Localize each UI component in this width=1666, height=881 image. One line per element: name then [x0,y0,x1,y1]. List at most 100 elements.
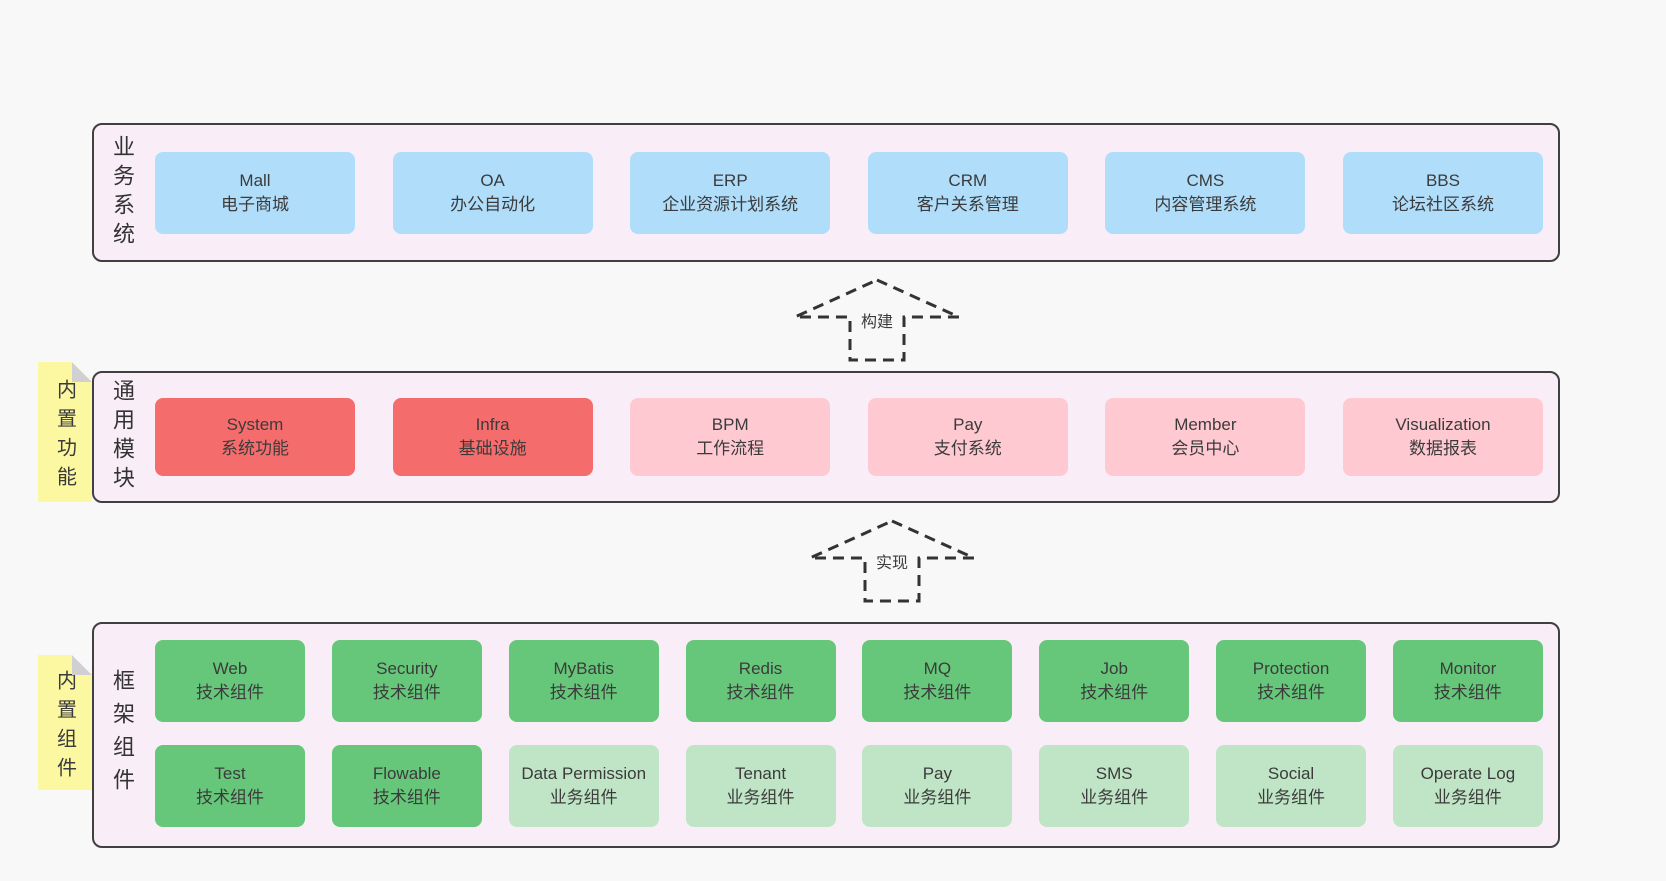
box-subtitle: 技术组件 [1433,683,1502,702]
box-subtitle: 技术组件 [903,683,972,702]
box-monitor: Monitor 技术组件 [1392,640,1543,722]
box-subtitle: 业务组件 [549,788,618,807]
box-title: Web [212,659,248,678]
box-title: Visualization [1395,415,1491,434]
box-title: Member [1174,415,1237,434]
box-subtitle: 基础设施 [458,439,527,458]
sticky-note-built-in-features: 内置功能 [38,362,92,502]
box-title: Infra [475,415,510,434]
sticky-note-text: 内置功能 [53,379,76,495]
box-crm: CRM 客户关系管理 [867,152,1068,234]
box-title: Monitor [1439,659,1497,678]
box-subtitle: 电子商城 [221,195,289,214]
box-title: Flowable [372,764,441,783]
box-subtitle: 技术组件 [1080,683,1149,702]
box-bpm: BPM 工作流程 [630,398,831,476]
box-title: Redis [738,659,783,678]
box-data-permission: Data Permission 业务组件 [508,745,659,827]
box-title: Pay [953,415,983,434]
box-test: Test 技术组件 [155,745,305,827]
box-title: Mall [239,171,271,190]
box-title: Security [376,659,438,678]
box-pay-component: Pay 业务组件 [862,745,1013,827]
arrow-build: 构建 [792,277,962,363]
section-label-business-systems: 业务系统 [110,134,135,251]
box-title: Test [214,764,246,783]
arrow-implement-label: 实现 [870,548,914,574]
box-security: Security 技术组件 [331,640,482,722]
box-erp: ERP 企业资源计划系统 [630,152,831,234]
components-row-2: Test 技术组件 Flowable 技术组件 Data Permission … [155,745,1543,827]
common-modules-row: System 系统功能 Infra 基础设施 BPM 工作流程 Pay 支付系统… [155,398,1543,476]
box-subtitle: 技术组件 [549,683,618,702]
box-subtitle: 论坛社区系统 [1391,195,1494,214]
box-social: Social 业务组件 [1216,745,1367,827]
section-label-common-modules: 通用模块 [110,379,135,495]
section-business-systems: 业务系统 Mall 电子商城 OA 办公自动化 ERP 企业资源计划系统 CRM… [92,123,1560,262]
arrow-build-label: 构建 [855,307,899,333]
box-subtitle: 客户关系管理 [916,195,1019,214]
box-web: Web 技术组件 [155,640,305,722]
box-redis: Redis 技术组件 [685,640,836,722]
box-title: Operate Log [1420,764,1516,783]
arrow-implement: 实现 [807,518,977,604]
box-subtitle: 技术组件 [372,788,441,807]
box-title: CMS [1186,171,1225,190]
box-subtitle: 内容管理系统 [1154,195,1257,214]
box-job: Job 技术组件 [1039,640,1190,722]
box-title: BPM [711,415,749,434]
box-infra: Infra 基础设施 [392,398,593,476]
box-mybatis: MyBatis 技术组件 [508,640,659,722]
box-subtitle: 支付系统 [933,439,1002,458]
box-subtitle: 技术组件 [726,683,795,702]
box-mall: Mall 电子商城 [155,152,355,234]
box-member: Member 会员中心 [1105,398,1306,476]
sticky-note-built-in-components: 内置组件 [38,655,92,790]
box-title: CRM [948,171,988,190]
box-subtitle: 技术组件 [1257,683,1326,702]
box-mq: MQ 技术组件 [862,640,1013,722]
box-title: MyBatis [553,659,614,678]
box-subtitle: 工作流程 [696,439,765,458]
folded-corner-icon [72,655,92,675]
section-framework-components: 框架组件 Web 技术组件 Security 技术组件 MyBatis 技术组件… [92,622,1560,848]
sticky-note-text: 内置组件 [53,669,76,786]
box-cms: CMS 内容管理系统 [1105,152,1306,234]
box-tenant: Tenant 业务组件 [685,745,836,827]
box-subtitle: 技术组件 [196,788,264,807]
box-title: System [226,415,284,434]
box-title: BBS [1425,171,1460,190]
box-protection: Protection 技术组件 [1216,640,1367,722]
box-title: OA [480,171,505,190]
box-subtitle: 数据报表 [1408,439,1477,458]
box-title: Data Permission [521,764,647,783]
box-title: Tenant [735,764,787,783]
section-label-framework-components: 框架组件 [110,669,135,801]
box-title: Job [1100,659,1128,678]
box-pay-system: Pay 支付系统 [867,398,1068,476]
box-subtitle: 系统功能 [221,439,289,458]
box-subtitle: 企业资源计划系统 [662,195,799,214]
box-subtitle: 办公自动化 [450,195,536,214]
box-title: ERP [712,171,748,190]
box-subtitle: 业务组件 [1080,788,1149,807]
box-title: SMS [1095,764,1133,783]
box-sms: SMS 业务组件 [1039,745,1190,827]
box-oa: OA 办公自动化 [392,152,593,234]
box-title: Pay [922,764,953,783]
components-row-1: Web 技术组件 Security 技术组件 MyBatis 技术组件 Redi… [155,640,1543,722]
box-flowable: Flowable 技术组件 [331,745,482,827]
box-subtitle: 技术组件 [196,683,264,702]
box-subtitle: 业务组件 [726,788,795,807]
business-systems-row: Mall 电子商城 OA 办公自动化 ERP 企业资源计划系统 CRM 客户关系… [155,152,1543,234]
box-subtitle: 技术组件 [372,683,441,702]
box-visualization: Visualization 数据报表 [1342,398,1543,476]
box-bbs: BBS 论坛社区系统 [1342,152,1543,234]
box-subtitle: 业务组件 [1257,788,1326,807]
box-subtitle: 会员中心 [1171,439,1240,458]
box-system: System 系统功能 [155,398,355,476]
box-subtitle: 业务组件 [1433,788,1502,807]
box-title: Protection [1252,659,1330,678]
box-title: MQ [923,659,952,678]
section-common-modules: 通用模块 System 系统功能 Infra 基础设施 BPM 工作流程 Pay… [92,371,1560,503]
